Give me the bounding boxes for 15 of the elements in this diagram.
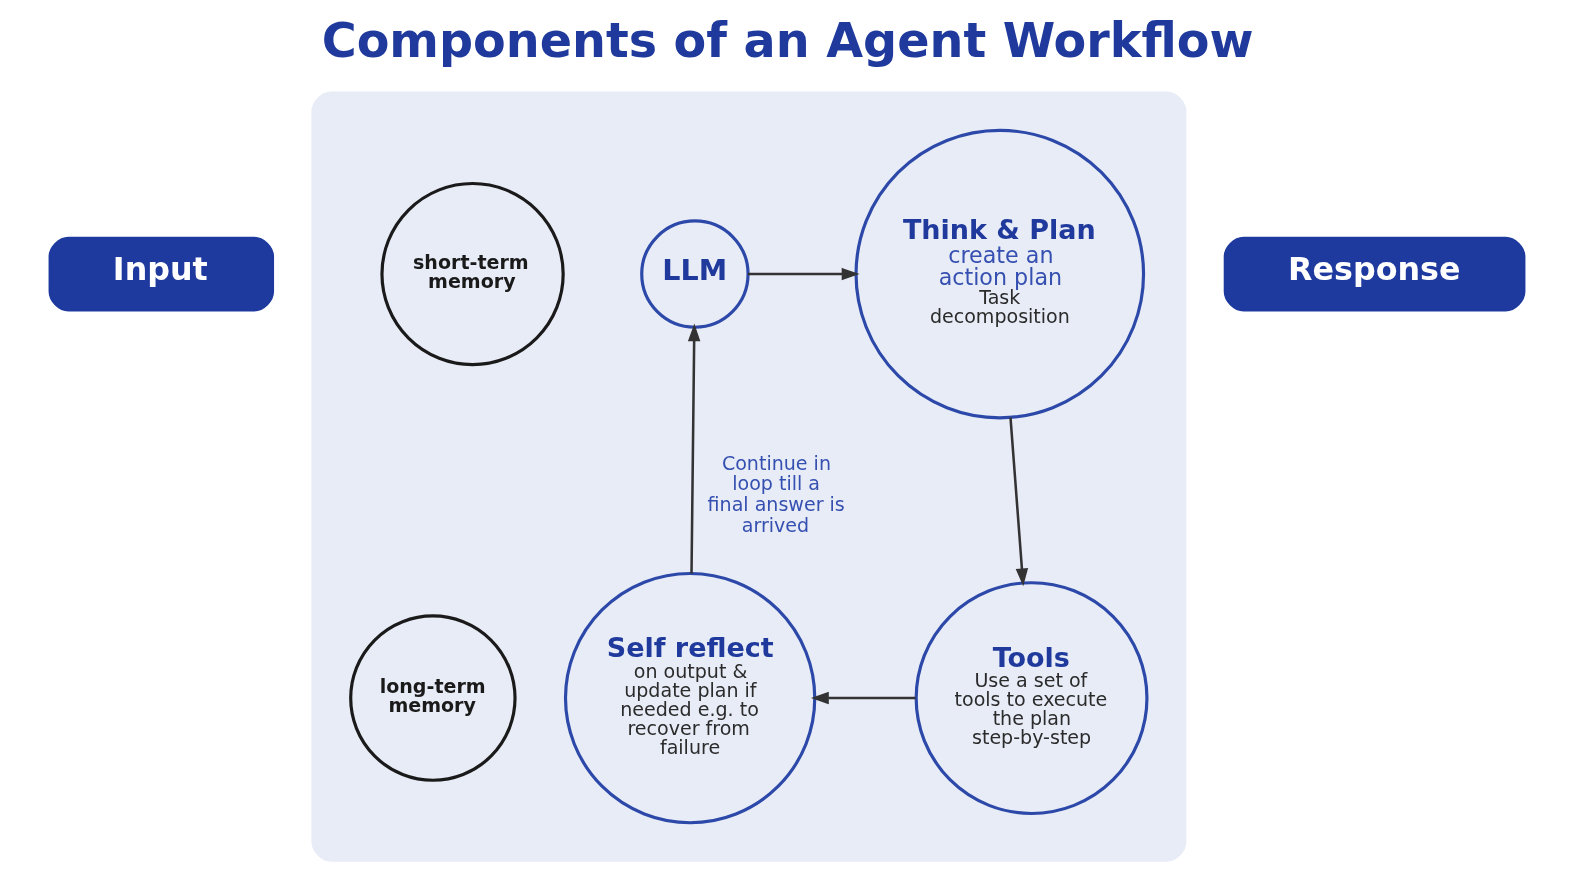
node-box: Input <box>48 236 275 312</box>
edge-label: Continue in loop till a final answer is arrived <box>707 451 845 536</box>
cluster <box>311 91 1187 862</box>
arrow <box>747 267 860 281</box>
arrow <box>811 691 916 705</box>
node-circle: Think & Plan create an action plan Task decomposition <box>854 128 1146 420</box>
diagram-title: Components of an Agent Workflow <box>321 13 1254 69</box>
node-circle: LLM <box>640 219 750 329</box>
arrow <box>1009 417 1029 587</box>
node-circle: Self reflect on output & update plan if needed e.g. to recover from failure <box>563 571 817 825</box>
node-circle: Tools Use a set of tools to execute the plan step-by-step <box>914 581 1149 816</box>
arrow <box>687 323 701 574</box>
node-circle: short-term memory <box>380 181 565 367</box>
node-circle: long-term memory <box>349 614 517 782</box>
node-box: Response <box>1223 236 1526 312</box>
